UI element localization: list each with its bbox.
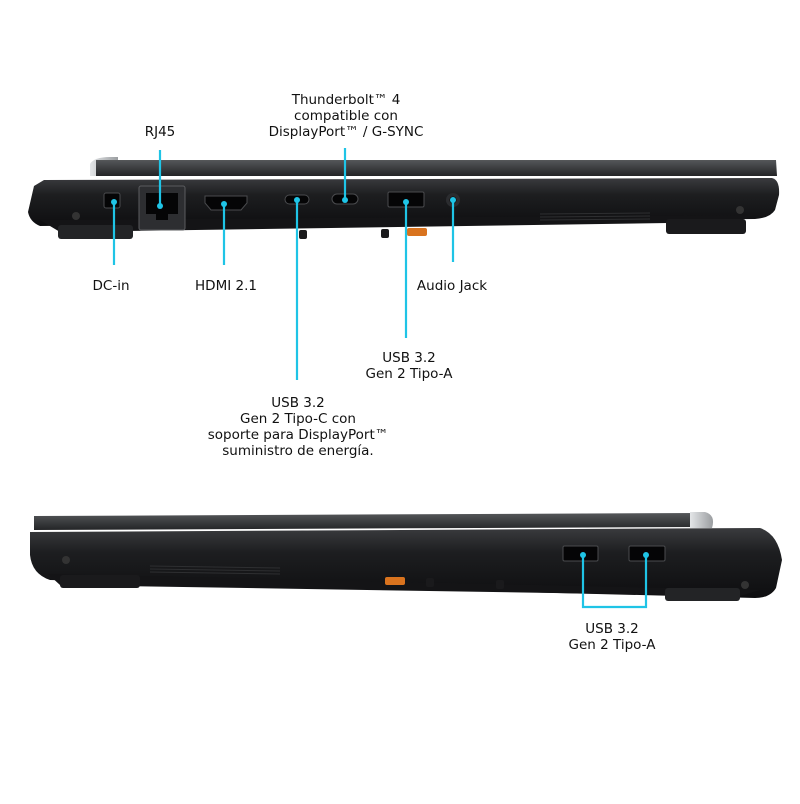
label-line: Gen 2 Tipo-A [568,637,656,653]
dot-usb-c [294,197,300,203]
hinge-orange [407,228,427,236]
label-line: Gen 2 Tipo-A [365,366,453,382]
lid-top [34,513,700,530]
screw-left [72,212,80,220]
label-line: USB 3.2 [585,621,639,637]
small-foot [426,578,434,587]
dot-dc-in [111,199,117,205]
screw-right [736,206,744,214]
label-usb-c: USB 3.2 Gen 2 Tipo-C con soporte para Di… [208,395,389,459]
small-foot [381,229,389,238]
label-usb-a-left: USB 3.2 Gen 2 Tipo-A [366,350,453,382]
label-line: Thunderbolt™ 4 [291,92,401,108]
dot-rj45 [157,203,163,209]
lid-silver-edge [690,512,714,528]
foot-right [666,219,746,234]
dot-usb-a [403,199,409,205]
screw-right [741,581,749,589]
label-hdmi: HDMI 2.1 [195,278,257,294]
callout-usb-a-bracket [581,555,648,609]
dot-usb-a-1 [580,552,586,558]
label-line: soporte para DisplayPort™ [207,427,389,443]
vent-grille [149,565,281,575]
label-thunderbolt: Thunderbolt™ 4 compatible con DisplayPor… [269,92,424,140]
callout-dots-right [580,552,649,558]
label-usb-a-right: USB 3.2 Gen 2 Tipo-A [569,621,656,653]
label-line: USB 3.2 [382,350,436,366]
label-line: DisplayPort™ / G-SYNC [268,124,424,140]
vent-grille [539,212,651,221]
label-line: suministro de energía. [222,443,374,459]
callout-dots-left [111,197,456,209]
laptop-right-side [30,512,782,609]
small-foot [299,230,307,239]
hinge-orange [385,577,405,585]
dot-hdmi [221,201,227,207]
label-line: USB 3.2 [271,395,325,411]
foot-left [58,225,133,239]
small-foot [496,580,504,589]
label-rj45: RJ45 [144,124,176,140]
dot-audio [450,197,456,203]
lid-top [96,160,777,176]
screw-left [62,556,70,564]
dot-usb-a-2 [643,552,649,558]
laptop-left-side [28,148,780,380]
label-line: compatible con [294,108,398,124]
label-audio-jack: Audio Jack [416,278,488,294]
label-dc-in: DC-in [92,278,130,294]
label-line: Gen 2 Tipo-C con [240,411,356,427]
foot-left [60,575,140,588]
foot-right [665,588,740,601]
dot-thunderbolt [342,197,348,203]
